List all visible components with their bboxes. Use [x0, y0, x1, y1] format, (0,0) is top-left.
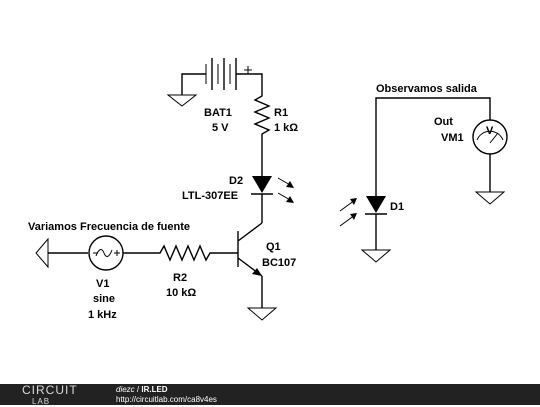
source-note: Variamos Frecuencia de fuente	[28, 221, 190, 233]
led-d2	[251, 176, 294, 223]
schematic-canvas: BAT1 5 V R1 1 kΩ D2 LTL-307EE Q1 BC107 R…	[28, 58, 508, 321]
ground-v1	[35, 237, 49, 269]
resistor-r1	[253, 92, 271, 176]
v1-value: 1 kHz	[88, 309, 117, 321]
vm1-symbol: V	[486, 125, 494, 137]
ground-q1	[246, 307, 278, 321]
transistor-q1	[212, 222, 263, 308]
source-v1	[48, 235, 125, 271]
r1-value: 1 kΩ	[274, 122, 298, 134]
logo-sub: LAB	[32, 397, 51, 406]
ground-vm1	[474, 191, 506, 205]
battery-wires	[181, 73, 263, 95]
ground-battery	[166, 94, 198, 107]
q1-value: BC107	[262, 257, 296, 269]
bat1-ref: BAT1	[204, 107, 232, 119]
output-wires	[375, 97, 491, 196]
q1-ref: Q1	[266, 241, 281, 253]
vm1-ref: VM1	[441, 132, 464, 144]
footer-bar: CIRCUIT LAB diezc / IR.LED http://circui…	[0, 383, 540, 407]
d2-ref: D2	[229, 175, 243, 187]
bat1-value: 5 V	[212, 122, 229, 134]
author-name[interactable]: diezc	[116, 385, 135, 394]
v1-ref: V1	[96, 278, 109, 290]
photodiode-d1	[339, 196, 387, 250]
voltmeter-vm1	[472, 119, 508, 192]
circuit-title[interactable]: IR.LED	[141, 385, 168, 394]
circuit-info: diezc / IR.LED http://circuitlab.com/ca8…	[116, 385, 217, 405]
logo-text: CIRCUIT	[22, 383, 78, 397]
vm1-port-label: Out	[434, 116, 453, 128]
resistor-r2	[125, 244, 212, 262]
v1-type: sine	[93, 293, 115, 305]
r1-ref: R1	[274, 107, 288, 119]
circuitlab-logo[interactable]: CIRCUIT LAB	[22, 383, 78, 407]
r2-ref: R2	[173, 272, 187, 284]
circuit-url[interactable]: http://circuitlab.com/ca8v4es	[116, 395, 217, 404]
path-separator: /	[134, 385, 142, 394]
r2-value: 10 kΩ	[166, 287, 196, 299]
output-note: Observamos salida	[376, 83, 478, 95]
ground-d1	[360, 249, 392, 263]
d1-ref: D1	[390, 201, 404, 213]
d2-value: LTL-307EE	[182, 190, 238, 202]
